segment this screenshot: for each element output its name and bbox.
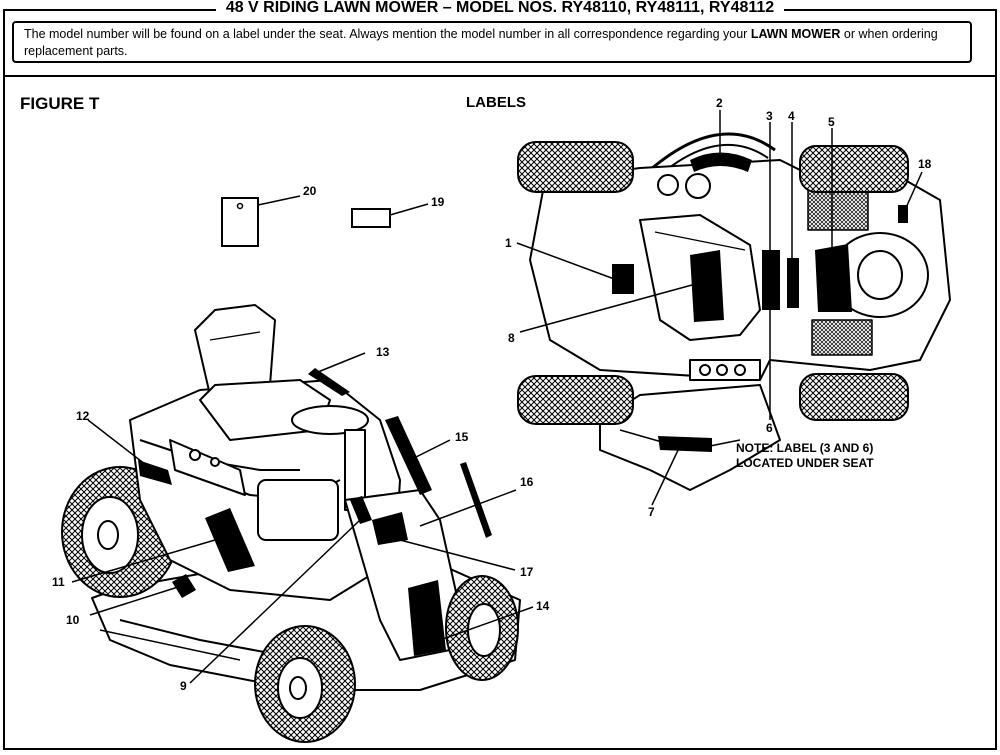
seat-note-line-2: LOCATED UNDER SEAT [736, 456, 874, 470]
callout-17: 17 [520, 565, 534, 579]
label-20-tag [221, 197, 259, 247]
tire-front-right [799, 373, 909, 421]
note-text-2: or when ordering replacement parts. [24, 27, 938, 58]
decal-14 [408, 580, 446, 656]
callout-7: 7 [648, 505, 655, 519]
tire-rear-right [517, 375, 634, 425]
steering-wheel [291, 405, 369, 511]
mower-perspective-view [61, 304, 521, 743]
decal-8 [690, 250, 724, 322]
callout-12: 12 [76, 409, 90, 423]
decal-16 [460, 462, 492, 538]
callout-3: 3 [766, 109, 773, 123]
callout-1: 1 [505, 236, 512, 250]
labels-heading: LABELS [466, 94, 526, 111]
decal-18 [898, 205, 908, 223]
tire-front-left [799, 145, 909, 193]
top-view-decals [612, 152, 908, 452]
note-text-bold: LAWN MOWER [750, 27, 841, 41]
decal-15 [385, 416, 432, 495]
header-divider [3, 75, 997, 77]
decal-7 [658, 436, 712, 452]
seat-label-note: NOTE: LABEL (3 AND 6) LOCATED UNDER SEAT [736, 441, 874, 471]
model-number-note: The model number will be found on a labe… [12, 21, 972, 63]
callout-11: 11 [52, 575, 65, 589]
callout-13: 13 [376, 345, 390, 359]
decal-17 [372, 512, 408, 545]
decal-5 [815, 244, 852, 312]
callout-18: 18 [918, 157, 932, 171]
callout-9: 9 [180, 679, 187, 693]
decal-4 [787, 258, 799, 308]
callout-numbers: 20 19 13 12 15 16 17 14 11 10 9 1 2 3 4 … [52, 96, 932, 693]
page-title: 48 V RIDING LAWN MOWER – MODEL NOS. RY48… [215, 0, 785, 18]
callout-15: 15 [455, 430, 469, 444]
front-wheel-right [445, 575, 519, 681]
title-bar: 48 V RIDING LAWN MOWER – MODEL NOS. RY48… [0, 0, 1000, 20]
callout-8: 8 [508, 331, 515, 345]
note-text-1: The model number will be found on a labe… [24, 27, 751, 41]
callout-14: 14 [536, 599, 550, 613]
decal-1 [612, 264, 634, 294]
decal-3 [762, 250, 780, 310]
callout-16: 16 [520, 475, 534, 489]
callout-10: 10 [66, 613, 80, 627]
callout-2: 2 [716, 96, 723, 110]
figure-title: FIGURE T [20, 94, 100, 113]
top-view-tires [517, 141, 909, 425]
decal-12 [138, 460, 172, 485]
callout-4: 4 [788, 109, 795, 123]
tire-rear-left [517, 141, 634, 193]
decal-9 [350, 496, 372, 524]
leader-lines [71, 110, 923, 684]
decal-11 [205, 508, 255, 572]
decal-10 [172, 574, 196, 598]
callout-5: 5 [828, 115, 835, 129]
label-19-strip [351, 208, 391, 228]
decal-2 [690, 152, 752, 172]
front-wheel-left [254, 625, 356, 743]
decal-13 [308, 368, 350, 396]
seat-note-line-1: NOTE: LABEL (3 AND 6) [736, 441, 874, 455]
callout-6: 6 [766, 421, 773, 435]
perspective-decals [138, 368, 492, 656]
callout-20: 20 [303, 184, 317, 198]
callout-19: 19 [431, 195, 445, 209]
